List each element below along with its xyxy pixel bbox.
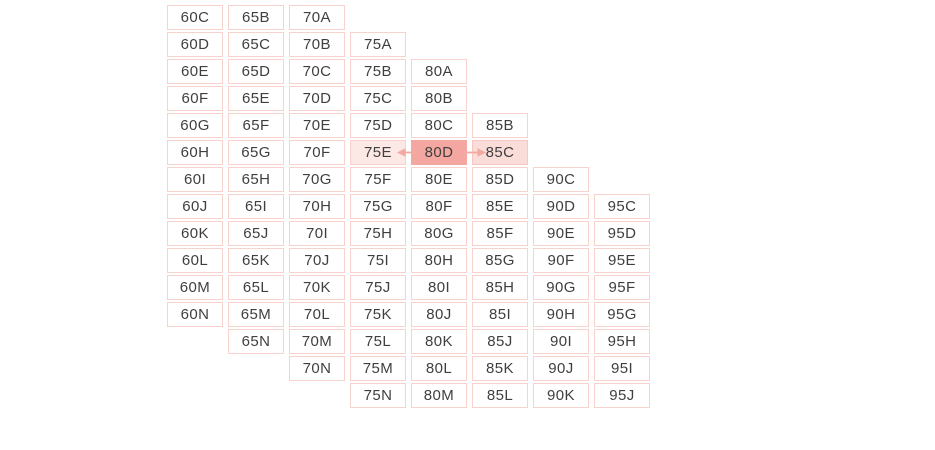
size-cell-60g[interactable]: 60G (167, 113, 223, 138)
size-cell-90f[interactable]: 90F (533, 248, 589, 273)
size-cell-65b[interactable]: 65B (228, 5, 284, 30)
size-cell-80j[interactable]: 80J (411, 302, 467, 327)
size-cell-95d[interactable]: 95D (594, 221, 650, 246)
size-cell-95f[interactable]: 95F (594, 275, 650, 300)
size-cell-65e[interactable]: 65E (228, 86, 284, 111)
size-cell-80a[interactable]: 80A (411, 59, 467, 84)
size-cell-60m[interactable]: 60M (167, 275, 223, 300)
size-cell-75m[interactable]: 75M (350, 356, 406, 381)
size-cell-60h[interactable]: 60H (167, 140, 223, 165)
size-cell-70k[interactable]: 70K (289, 275, 345, 300)
size-cell-70m[interactable]: 70M (289, 329, 345, 354)
size-cell-75f[interactable]: 75F (350, 167, 406, 192)
size-cell-90e[interactable]: 90E (533, 221, 589, 246)
size-cell-70j[interactable]: 70J (289, 248, 345, 273)
size-cell-65g[interactable]: 65G (228, 140, 284, 165)
size-cell-70n[interactable]: 70N (289, 356, 345, 381)
size-cell-70b[interactable]: 70B (289, 32, 345, 57)
size-cell-60c[interactable]: 60C (167, 5, 223, 30)
size-cell-95j[interactable]: 95J (594, 383, 650, 408)
size-cell-75h[interactable]: 75H (350, 221, 406, 246)
size-cell-95h[interactable]: 95H (594, 329, 650, 354)
size-cell-60l[interactable]: 60L (167, 248, 223, 273)
size-cell-75c[interactable]: 75C (350, 86, 406, 111)
size-cell-60j[interactable]: 60J (167, 194, 223, 219)
size-cell-70a[interactable]: 70A (289, 5, 345, 30)
size-cell-90d[interactable]: 90D (533, 194, 589, 219)
size-cell-85l[interactable]: 85L (472, 383, 528, 408)
size-cell-85i[interactable]: 85I (472, 302, 528, 327)
size-cell-80k[interactable]: 80K (411, 329, 467, 354)
size-cell-85e[interactable]: 85E (472, 194, 528, 219)
size-cell-65c[interactable]: 65C (228, 32, 284, 57)
size-cell-95i[interactable]: 95I (594, 356, 650, 381)
size-cell-80f[interactable]: 80F (411, 194, 467, 219)
size-cell-80d[interactable]: 80D (411, 140, 467, 165)
size-cell-65l[interactable]: 65L (228, 275, 284, 300)
size-cell-95e[interactable]: 95E (594, 248, 650, 273)
size-cell-70f[interactable]: 70F (289, 140, 345, 165)
size-cell-65j[interactable]: 65J (228, 221, 284, 246)
size-cell-75k[interactable]: 75K (350, 302, 406, 327)
size-cell-75j[interactable]: 75J (350, 275, 406, 300)
size-cell-65d[interactable]: 65D (228, 59, 284, 84)
size-cell-95c[interactable]: 95C (594, 194, 650, 219)
size-cell-80e[interactable]: 80E (411, 167, 467, 192)
size-cell-70h[interactable]: 70H (289, 194, 345, 219)
size-cell-70d[interactable]: 70D (289, 86, 345, 111)
size-cell-70i[interactable]: 70I (289, 221, 345, 246)
size-cell-85b[interactable]: 85B (472, 113, 528, 138)
size-cell-80g[interactable]: 80G (411, 221, 467, 246)
size-cell-75l[interactable]: 75L (350, 329, 406, 354)
size-cell-65n[interactable]: 65N (228, 329, 284, 354)
size-cell-70e[interactable]: 70E (289, 113, 345, 138)
size-cell-75i[interactable]: 75I (350, 248, 406, 273)
size-cell-65i[interactable]: 65I (228, 194, 284, 219)
size-cell-80l[interactable]: 80L (411, 356, 467, 381)
size-cell-60k[interactable]: 60K (167, 221, 223, 246)
size-cell-85d[interactable]: 85D (472, 167, 528, 192)
size-cell-80b[interactable]: 80B (411, 86, 467, 111)
size-cell-75a[interactable]: 75A (350, 32, 406, 57)
size-cell-80i[interactable]: 80I (411, 275, 467, 300)
size-cell-90i[interactable]: 90I (533, 329, 589, 354)
size-cell-85f[interactable]: 85F (472, 221, 528, 246)
size-cell-95g[interactable]: 95G (594, 302, 650, 327)
size-cell-85j[interactable]: 85J (472, 329, 528, 354)
size-cell-90h[interactable]: 90H (533, 302, 589, 327)
size-cell-90j[interactable]: 90J (533, 356, 589, 381)
size-cell-85k[interactable]: 85K (472, 356, 528, 381)
size-cell-60d[interactable]: 60D (167, 32, 223, 57)
size-cell-85c[interactable]: 85C (472, 140, 528, 165)
size-cell-80c[interactable]: 80C (411, 113, 467, 138)
size-cell-75e[interactable]: 75E (350, 140, 406, 165)
size-cell-90k[interactable]: 90K (533, 383, 589, 408)
size-cell-75n[interactable]: 75N (350, 383, 406, 408)
size-cell-80h[interactable]: 80H (411, 248, 467, 273)
size-cell-75b[interactable]: 75B (350, 59, 406, 84)
size-cell-80m[interactable]: 80M (411, 383, 467, 408)
size-cell-90g[interactable]: 90G (533, 275, 589, 300)
size-cell-60i[interactable]: 60I (167, 167, 223, 192)
size-cell-60n[interactable]: 60N (167, 302, 223, 327)
size-cell-70c[interactable]: 70C (289, 59, 345, 84)
size-cell-65m[interactable]: 65M (228, 302, 284, 327)
size-cell-90c[interactable]: 90C (533, 167, 589, 192)
size-cell-60f[interactable]: 60F (167, 86, 223, 111)
size-cell-75d[interactable]: 75D (350, 113, 406, 138)
size-cell-85h[interactable]: 85H (472, 275, 528, 300)
size-cell-70l[interactable]: 70L (289, 302, 345, 327)
size-cell-75g[interactable]: 75G (350, 194, 406, 219)
size-cell-85g[interactable]: 85G (472, 248, 528, 273)
size-cell-65h[interactable]: 65H (228, 167, 284, 192)
size-cell-60e[interactable]: 60E (167, 59, 223, 84)
size-cell-70g[interactable]: 70G (289, 167, 345, 192)
size-cell-65k[interactable]: 65K (228, 248, 284, 273)
size-cell-65f[interactable]: 65F (228, 113, 284, 138)
